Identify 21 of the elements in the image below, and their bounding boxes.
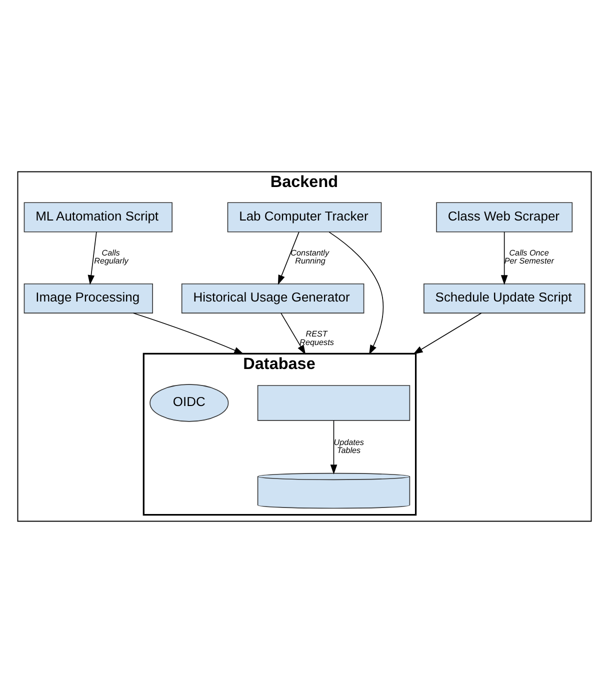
arrow xyxy=(500,232,508,285)
edge-label: REST Requests xyxy=(300,330,334,347)
node-ellipse: OIDC xyxy=(150,384,229,422)
node-box: Image Processing xyxy=(24,283,153,314)
arrow xyxy=(88,232,97,285)
edge-label: Updates Tables xyxy=(334,438,364,456)
edge-label: Calls Regularly xyxy=(94,248,128,266)
node-box: Schedule Update Script xyxy=(424,283,586,314)
arrow xyxy=(280,312,306,355)
node-box: ML Automation Script xyxy=(24,202,172,232)
arrow xyxy=(330,420,338,474)
node-box xyxy=(257,385,410,421)
arrow xyxy=(132,312,244,354)
arrow xyxy=(278,232,300,285)
node-box: Class Web Scraper xyxy=(436,202,573,232)
node-box: Lab Computer Tracker xyxy=(227,202,382,232)
node-box: Historical Usage Generator xyxy=(181,283,364,314)
arrow xyxy=(328,232,384,355)
arrow xyxy=(413,312,482,354)
edge-label: Constantly Running xyxy=(290,248,330,266)
edge-label: Calls Once Per Semester xyxy=(504,248,554,266)
